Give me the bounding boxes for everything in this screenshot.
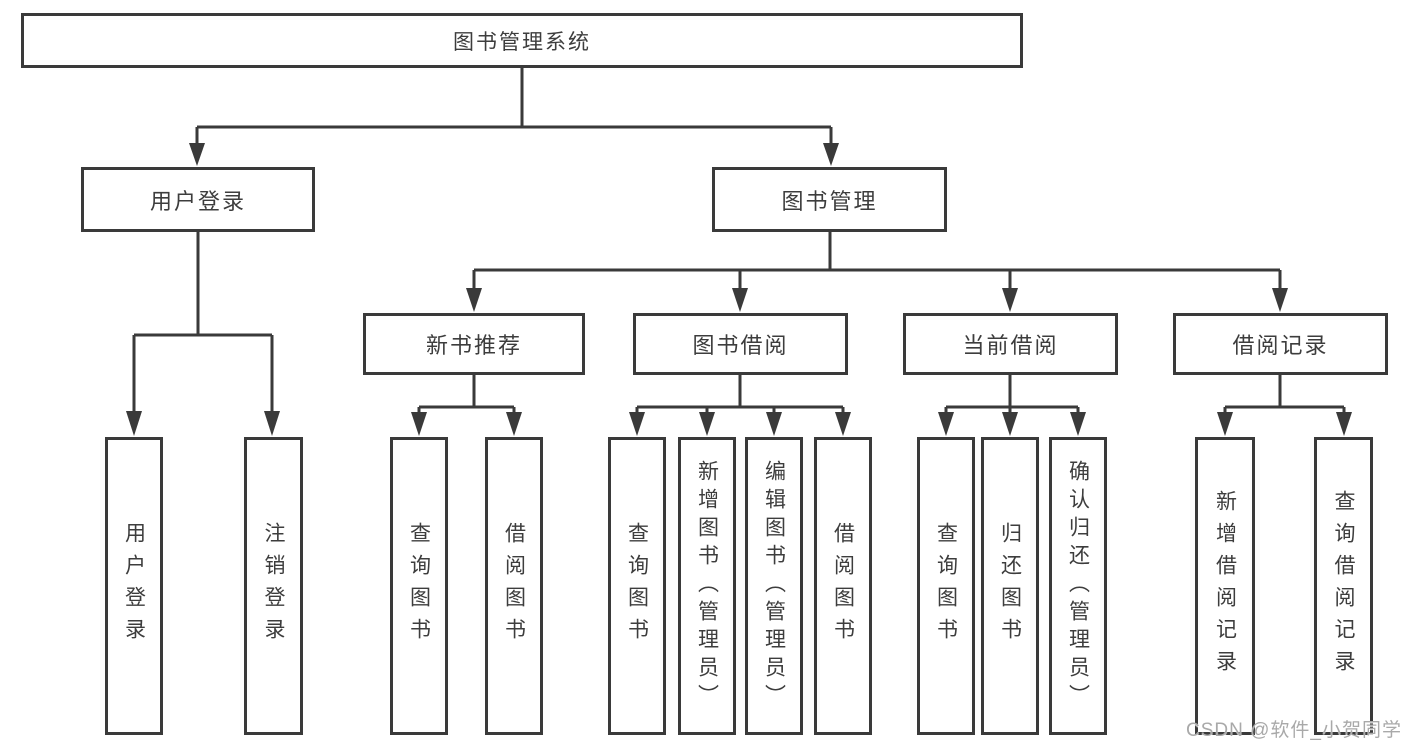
- leaf-borrow-query-books: 查询图书: [608, 437, 666, 735]
- leaf-borrow-add-books-admin: 新增图书（管理员）: [678, 437, 736, 735]
- node-label: 图书管理: [781, 188, 878, 214]
- leaf-current-return-books: 归还图书: [981, 437, 1039, 735]
- leaf-label: 归还图书: [998, 522, 1022, 650]
- arrowheads: [126, 143, 1352, 436]
- node-label: 借阅记录: [1232, 333, 1329, 358]
- leaf-label: 确认归还（管理员）: [1066, 460, 1090, 712]
- leaf-recommend-query-books: 查询图书: [390, 437, 448, 735]
- node-label: 用户登录: [149, 188, 246, 214]
- node-current-borrow: 当前借阅: [903, 313, 1118, 375]
- leaf-borrow-edit-books-admin: 编辑图书（管理员）: [745, 437, 803, 735]
- leaf-label: 查询图书: [407, 522, 431, 650]
- leaf-label: 新增借阅记录: [1213, 490, 1237, 682]
- leaf-label: 编辑图书（管理员）: [762, 460, 786, 712]
- leaf-current-confirm-return-admin: 确认归还（管理员）: [1049, 437, 1107, 735]
- leaf-current-query-books: 查询图书: [917, 437, 975, 735]
- leaf-label: 新增图书（管理员）: [695, 460, 719, 712]
- leaf-label: 借阅图书: [502, 522, 526, 650]
- leaf-label: 注销登录: [262, 522, 285, 650]
- leaf-label: 借阅图书: [831, 522, 855, 650]
- node-label: 图书管理系统: [453, 30, 591, 54]
- leaf-user-login: 用户登录: [105, 437, 163, 735]
- node-borrow-records: 借阅记录: [1173, 313, 1388, 375]
- node-label: 新书推荐: [425, 333, 522, 358]
- node-label: 当前借阅: [962, 333, 1059, 358]
- leaf-label: 查询图书: [625, 522, 649, 650]
- watermark: CSDN @软件_小贺同学: [1186, 720, 1402, 741]
- node-label: 图书借阅: [692, 333, 789, 358]
- leaf-borrow-borrow-books: 借阅图书: [814, 437, 872, 735]
- node-book-borrow: 图书借阅: [633, 313, 848, 375]
- leaf-label: 查询图书: [934, 522, 958, 650]
- leaf-label: 用户登录: [122, 522, 146, 650]
- node-new-book-recommend: 新书推荐: [363, 313, 585, 375]
- leaf-records-add-record: 新增借阅记录: [1195, 437, 1255, 735]
- node-library-management-system: 图书管理系统: [21, 13, 1023, 68]
- leaf-label: 查询借阅记录: [1332, 490, 1355, 682]
- leaf-records-query-record: 查询借阅记录: [1314, 437, 1373, 735]
- node-user-login: 用户登录: [81, 167, 315, 232]
- leaf-recommend-borrow-books: 借阅图书: [485, 437, 543, 735]
- node-book-management: 图书管理: [712, 167, 947, 232]
- leaf-logout: 注销登录: [244, 437, 303, 735]
